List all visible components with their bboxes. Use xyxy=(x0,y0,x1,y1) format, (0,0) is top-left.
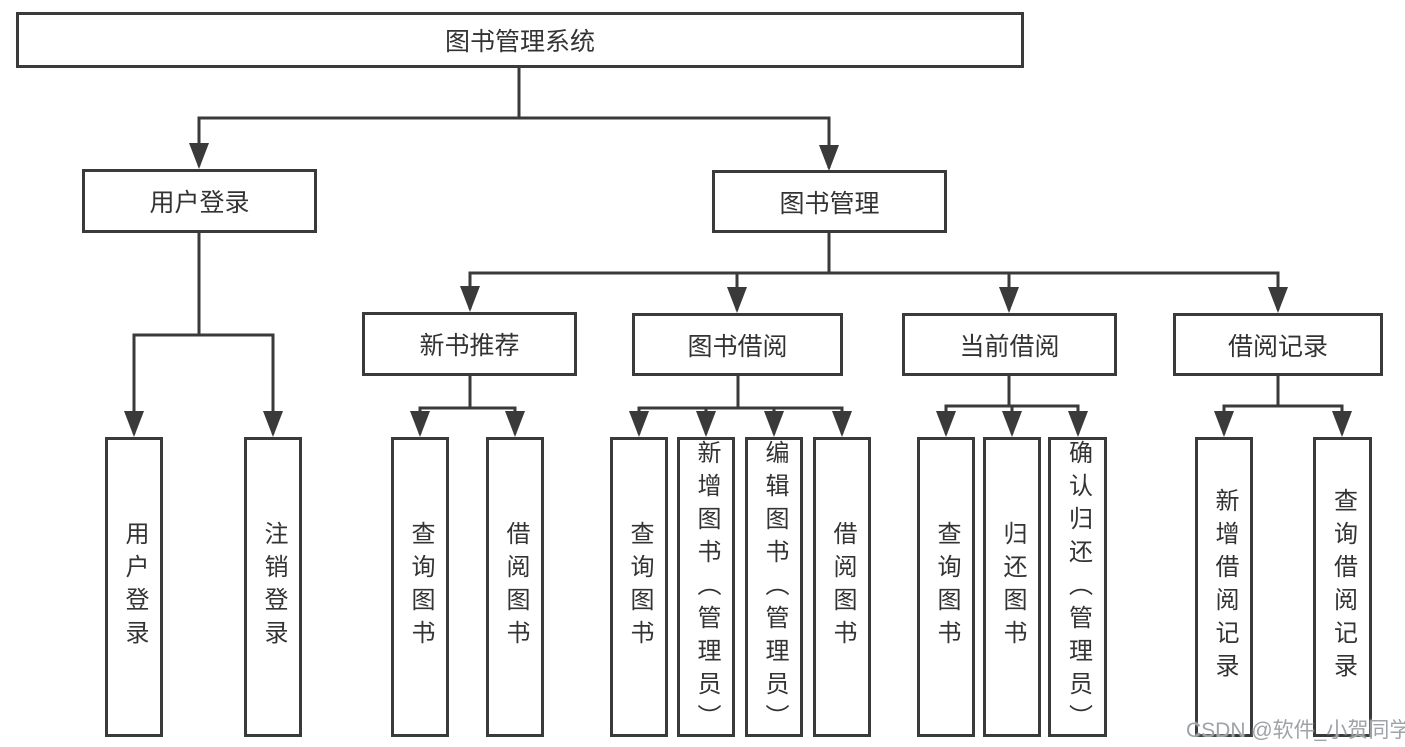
node-book-borrow: 图书借阅 xyxy=(632,313,843,376)
leaf-newrec-borrow-books: 借阅图书 xyxy=(486,437,544,737)
leaf-current-query-books-label: 查询图书 xyxy=(933,521,960,653)
leaf-current-return-books-label: 归还图书 xyxy=(999,521,1026,653)
leaf-newrec-query-books: 查询图书 xyxy=(391,437,449,737)
node-library-system: 图书管理系统 xyxy=(16,12,1024,68)
node-new-book-recommend: 新书推荐 xyxy=(362,312,577,376)
leaf-borrow-query-books-label: 查询图书 xyxy=(626,521,653,653)
leaf-records-query-record: 查询借阅记录 xyxy=(1313,437,1372,737)
leaf-current-return-books: 归还图书 xyxy=(983,437,1041,737)
node-current-borrow: 当前借阅 xyxy=(902,313,1117,376)
leaf-records-query-record-label: 查询借阅记录 xyxy=(1329,488,1357,686)
leaf-borrow-borrow-books: 借阅图书 xyxy=(813,437,871,737)
leaf-records-add-record: 新增借阅记录 xyxy=(1195,437,1253,737)
leaf-newrec-query-books-label: 查询图书 xyxy=(407,521,434,653)
leaf-user-login-label: 用户登录 xyxy=(121,521,148,653)
leaf-borrow-query-books: 查询图书 xyxy=(610,437,668,737)
leaf-logout-label: 注销登录 xyxy=(260,521,287,653)
leaf-user-login: 用户登录 xyxy=(105,437,163,737)
leaf-logout: 注销登录 xyxy=(244,437,302,737)
node-user-login: 用户登录 xyxy=(82,169,317,233)
leaf-borrow-borrow-books-label: 借阅图书 xyxy=(829,521,856,653)
leaf-current-query-books: 查询图书 xyxy=(917,437,975,737)
leaf-borrow-add-books-admin-label: 新增图书（管理员） xyxy=(693,440,720,737)
leaf-borrow-add-books-admin: 新增图书（管理员） xyxy=(677,437,735,737)
csdn-watermark: CSDN @软件_小贺同学 xyxy=(1186,719,1405,742)
leaf-current-confirm-return-admin: 确认归还（管理员） xyxy=(1048,437,1107,737)
leaf-newrec-borrow-books-label: 借阅图书 xyxy=(502,521,529,653)
leaf-current-confirm-return-admin-label: 确认归还（管理员） xyxy=(1064,440,1092,737)
node-book-mgmt: 图书管理 xyxy=(712,170,947,233)
leaf-records-add-record-label: 新增借阅记录 xyxy=(1211,488,1238,686)
node-borrow-records: 借阅记录 xyxy=(1173,313,1383,376)
leaf-borrow-edit-books-admin-label: 编辑图书（管理员） xyxy=(761,440,788,737)
leaf-borrow-edit-books-admin: 编辑图书（管理员） xyxy=(745,437,803,737)
